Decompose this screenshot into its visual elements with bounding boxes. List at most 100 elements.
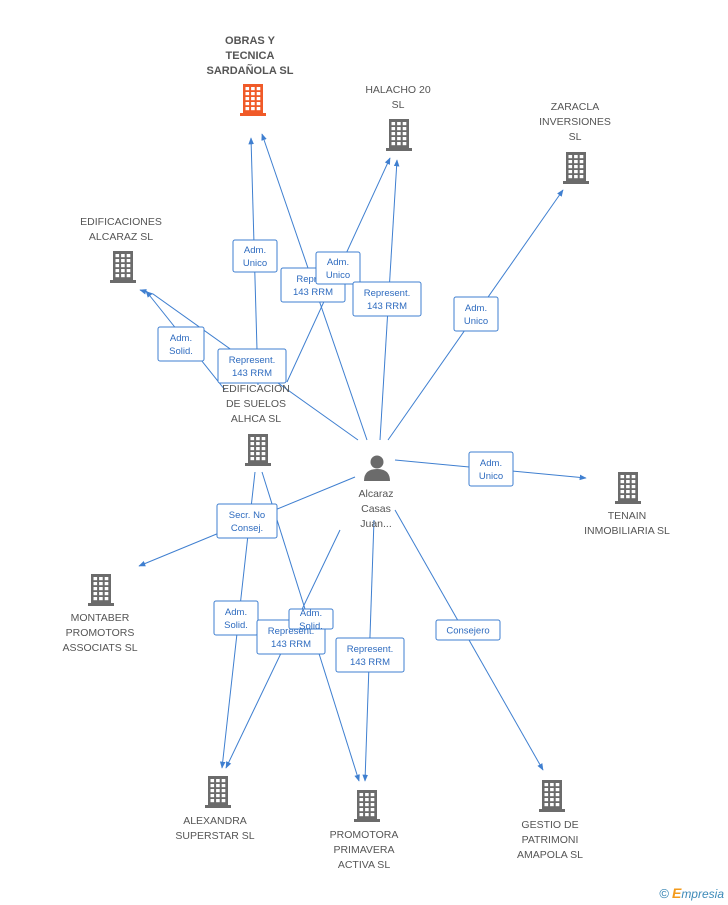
copyright-symbol: ©: [659, 886, 669, 901]
node-label: DE SUELOS: [226, 398, 286, 410]
node-label: PROMOTORS: [66, 627, 135, 639]
edge-label-box: [217, 348, 287, 384]
edge-label[interactable]: Adm. Unico: [468, 451, 514, 487]
edge-label-text: Adm.: [225, 607, 247, 618]
node-label: ALHCA SL: [231, 413, 281, 425]
node-label: Casas: [361, 503, 391, 515]
edge-label-text: Represent.: [347, 644, 393, 655]
edge-label[interactable]: Adm. Unico: [315, 251, 361, 285]
node-gestio[interactable]: GESTIO DE PATRIMONI AMAPOLA SL: [517, 780, 583, 861]
node-label: AMAPOLA SL: [517, 849, 583, 861]
edge-label-text: 143 RRM: [232, 368, 272, 379]
node-label: HALACHO 20: [365, 84, 431, 96]
edge-label-text: Solid.: [169, 346, 193, 357]
node-label: MONTABER: [71, 612, 130, 624]
edge-label-text: Adm.: [300, 608, 322, 619]
edge-label[interactable]: Adm. Solid.: [288, 608, 334, 632]
node-label: ALEXANDRA: [183, 815, 247, 827]
edge-label-text: Unico: [243, 258, 267, 269]
edge-label-text: 143 RRM: [350, 657, 390, 668]
node-label: SUPERSTAR SL: [175, 830, 254, 842]
node-zaracla[interactable]: ZARACLA INVERSIONES SL: [539, 101, 611, 184]
edge-label-text: Represent.: [229, 355, 275, 366]
edge-label[interactable]: Adm. Solid.: [213, 600, 259, 636]
edge-label-text: Adm.: [244, 245, 266, 256]
edge-label-text: Solid.: [299, 621, 323, 632]
building-icon: [240, 84, 266, 116]
node-label: OBRAS Y: [225, 35, 276, 47]
building-icon: [88, 574, 114, 606]
edge-label[interactable]: Adm. Solid.: [157, 326, 205, 362]
edge-label[interactable]: Represent.143 RRM: [352, 281, 422, 317]
edge-label-text: Consejero: [446, 626, 489, 637]
edge-label[interactable]: Adm. Unico: [453, 296, 499, 332]
node-tenain[interactable]: TENAIN INMOBILIARIA SL: [584, 472, 670, 537]
building-icon: [245, 434, 271, 466]
node-label: INVERSIONES: [539, 116, 611, 128]
brand-footer: ©Empresia: [659, 885, 724, 901]
edge-label-box: [315, 251, 361, 285]
edge-label-text: Adm.: [480, 458, 502, 469]
edge-label-text: Solid.: [224, 620, 248, 631]
node-promotora[interactable]: PROMOTORA PRIMAVERA ACTIVA SL: [330, 790, 399, 871]
node-label: ZARACLA: [551, 101, 599, 113]
edge-label[interactable]: Secr. No Consej.: [216, 503, 278, 539]
edges-layer: [138, 133, 587, 782]
edge-label-text: Adm.: [465, 303, 487, 314]
node-label: ACTIVA SL: [338, 859, 390, 871]
person-icon: [364, 455, 390, 481]
edge-label-text: Adm.: [170, 333, 192, 344]
node-label: Juan...: [360, 518, 392, 530]
building-icon: [205, 776, 231, 808]
node-label: ASSOCIATS SL: [62, 642, 137, 654]
brand-logo-letter: E: [671, 885, 682, 901]
node-label: TENAIN: [608, 510, 647, 522]
edge-label-text: Secr. No: [229, 510, 265, 521]
edge-label-box: [213, 600, 259, 636]
edge-label-text: Repres.: [296, 274, 329, 285]
edge-person-to-edif_alcaraz: [139, 289, 359, 441]
edge-label-text: Unico: [479, 471, 503, 482]
node-halacho[interactable]: HALACHO 20 SL: [365, 84, 431, 151]
building-icon: [110, 251, 136, 283]
edge-label[interactable]: Represent. 143 RRM: [335, 637, 405, 673]
node-label: Alcaraz: [358, 488, 393, 500]
node-label: EDIFICACION: [222, 383, 290, 395]
edge-label-box: [288, 608, 334, 630]
edge-label-box: [435, 619, 501, 641]
node-person[interactable]: AlcarazCasasJuan...: [358, 455, 394, 531]
node-montaber[interactable]: MONTABER PROMOTORS ASSOCIATS SL: [62, 574, 138, 654]
edge-label-box: [232, 239, 278, 273]
edge-label[interactable]: Consejero: [435, 619, 501, 641]
edge-label[interactable]: Adm. Unico: [232, 239, 278, 273]
node-label: PRIMAVERA: [333, 844, 394, 856]
building-icon: [563, 152, 589, 184]
edge-label-box: [468, 451, 514, 487]
edge-label-text: Adm.: [327, 257, 349, 268]
node-edif_suelos[interactable]: EDIFICACION DE SUELOS ALHCA SL: [222, 383, 290, 466]
node-label: TECNICA: [226, 50, 275, 62]
edge-label-box: [453, 296, 499, 332]
edge-label-text: Represent.: [268, 626, 314, 637]
edge-label[interactable]: Represent. 143 RRM: [217, 348, 287, 384]
node-alexandra[interactable]: ALEXANDRA SUPERSTAR SL: [175, 776, 255, 842]
node-label: PATRIMONI: [522, 834, 579, 846]
edge-label-text: Represent.: [364, 288, 410, 299]
node-label: EDIFICACIONES: [80, 216, 162, 228]
edge-label-box: [157, 326, 205, 362]
building-icon: [539, 780, 565, 812]
node-label: PROMOTORA: [330, 829, 399, 841]
node-label: INMOBILIARIA SL: [584, 525, 670, 537]
building-icon: [386, 119, 412, 151]
edge-label-text: Unico: [326, 270, 350, 281]
node-label: SL: [569, 131, 582, 143]
node-label: SL: [392, 99, 405, 111]
edge-label-text: Consej.: [231, 523, 263, 534]
edge-label-text: Unico: [464, 316, 488, 327]
brand-name: mpresia: [681, 887, 724, 901]
node-label: GESTIO DE: [521, 819, 578, 831]
